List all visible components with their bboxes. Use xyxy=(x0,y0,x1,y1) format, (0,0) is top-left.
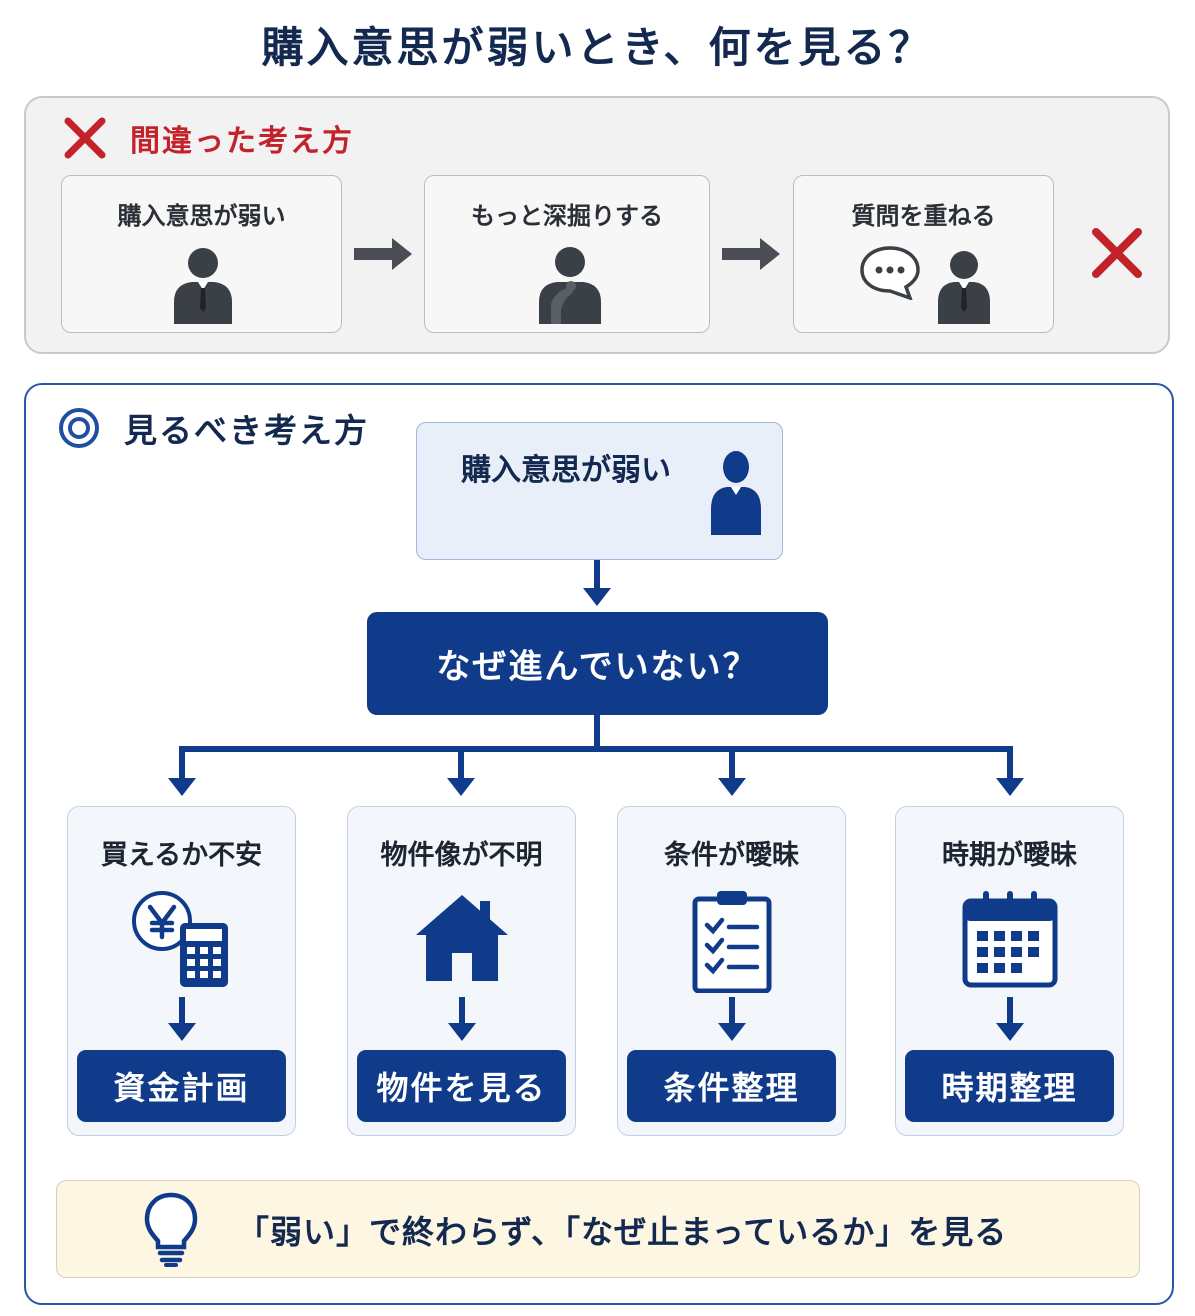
wrong-step-label: 質問を重ねる xyxy=(851,202,996,230)
cause-card-1: 買えるか不安 資金計画 xyxy=(67,806,296,1136)
lightbulb-icon xyxy=(144,1192,198,1267)
arrow-down-icon xyxy=(447,997,476,1041)
speech-bubble-icon xyxy=(860,246,920,300)
arrow-down-icon xyxy=(717,997,746,1041)
right-approach-heading: 見るべき考え方 xyxy=(58,405,369,451)
double-circle-icon xyxy=(59,408,99,448)
checklist-icon xyxy=(692,891,771,993)
wrong-step-2: もっと深掘りする xyxy=(424,175,710,333)
house-icon xyxy=(415,895,508,981)
start-node-label: 購入意思が弱い xyxy=(461,453,671,488)
start-node: 購入意思が弱い xyxy=(416,422,783,560)
cause-card-2: 物件像が不明 物件を見る xyxy=(347,806,576,1136)
cause-card-4: 時期が曖昧 時期整理 xyxy=(895,806,1124,1136)
calendar-icon xyxy=(962,891,1057,988)
wrong-step-1: 購入意思が弱い xyxy=(61,175,342,333)
arrow-right-icon xyxy=(354,238,412,270)
wrong-step-3: 質問を重ねる xyxy=(793,175,1054,333)
action-button: 時期整理 xyxy=(905,1050,1114,1122)
cross-icon xyxy=(1092,228,1142,278)
arrow-down-icon xyxy=(995,997,1024,1041)
wrong-step-label: もっと深掘りする xyxy=(471,202,663,230)
wrong-approach-label: 間違った考え方 xyxy=(130,124,354,159)
cause-label: 条件が曖昧 xyxy=(664,840,799,871)
arrow-right-icon xyxy=(722,238,780,270)
person-icon xyxy=(711,451,761,535)
cause-label: 物件像が不明 xyxy=(380,840,543,871)
action-button: 条件整理 xyxy=(627,1050,836,1122)
question-node: なぜ進んでいない？ xyxy=(367,612,828,715)
person-icon xyxy=(174,248,232,324)
arrow-down-icon xyxy=(167,997,196,1041)
cause-label: 買えるか不安 xyxy=(100,840,263,871)
yen-calculator-icon xyxy=(131,891,228,987)
key-takeaway-text: 「弱い」で終わらず、「なぜ止まっているか」を見る xyxy=(237,1213,1008,1251)
cause-label: 時期が曖昧 xyxy=(942,840,1077,871)
wrong-approach-heading: 間違った考え方 xyxy=(62,116,354,160)
action-button: 資金計画 xyxy=(77,1050,286,1122)
action-button: 物件を見る xyxy=(357,1050,566,1122)
page-title: 購入意思が弱いとき、何を見る？ xyxy=(261,23,934,72)
cross-icon xyxy=(64,117,106,159)
key-takeaway-bar: 「弱い」で終わらず、「なぜ止まっているか」を見る xyxy=(56,1180,1140,1278)
right-approach-label: 見るべき考え方 xyxy=(124,411,369,450)
person-icon xyxy=(938,251,990,324)
thinking-person-icon xyxy=(539,247,601,324)
cause-card-3: 条件が曖昧 条件整理 xyxy=(617,806,846,1136)
wrong-step-label: 購入意思が弱い xyxy=(117,202,286,230)
